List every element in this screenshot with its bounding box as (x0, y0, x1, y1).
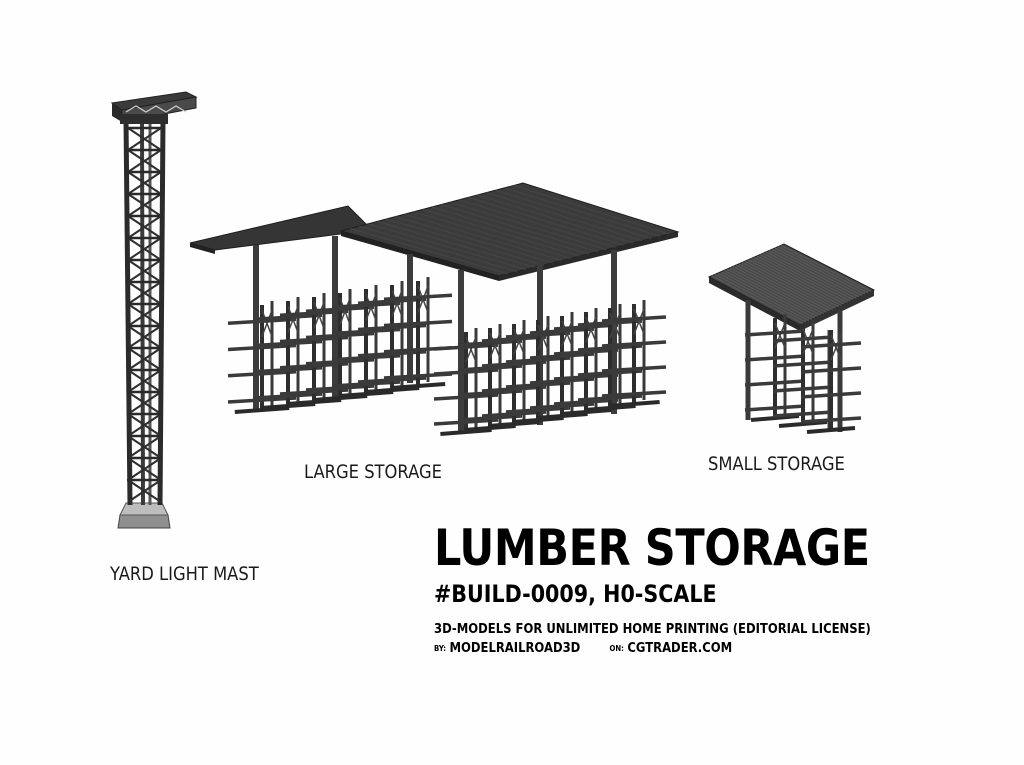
large-storage-model (189, 182, 680, 436)
small-storage-model (707, 243, 876, 434)
large-storage-label: LARGE STORAGE (304, 461, 442, 483)
author-name: MODELRAILROAD3D (449, 640, 581, 656)
page-title: LUMBER STORAGE (434, 519, 870, 577)
license-description: 3D-MODELS FOR UNLIMITED HOME PRINTING (E… (434, 621, 871, 637)
on-prefix: ON: (609, 643, 624, 653)
page-subtitle: #BUILD-0009, H0-SCALE (434, 580, 717, 608)
small-storage-label: SMALL STORAGE (708, 453, 845, 475)
yard-light-mast-model (110, 91, 198, 529)
byline: BY:MODELRAILROAD3D ON:CGTRADER.COM (434, 640, 732, 656)
by-prefix: BY: (434, 643, 447, 653)
yard-light-mast-label: YARD LIGHT MAST (110, 563, 259, 585)
site-name: CGTRADER.COM (627, 640, 733, 656)
